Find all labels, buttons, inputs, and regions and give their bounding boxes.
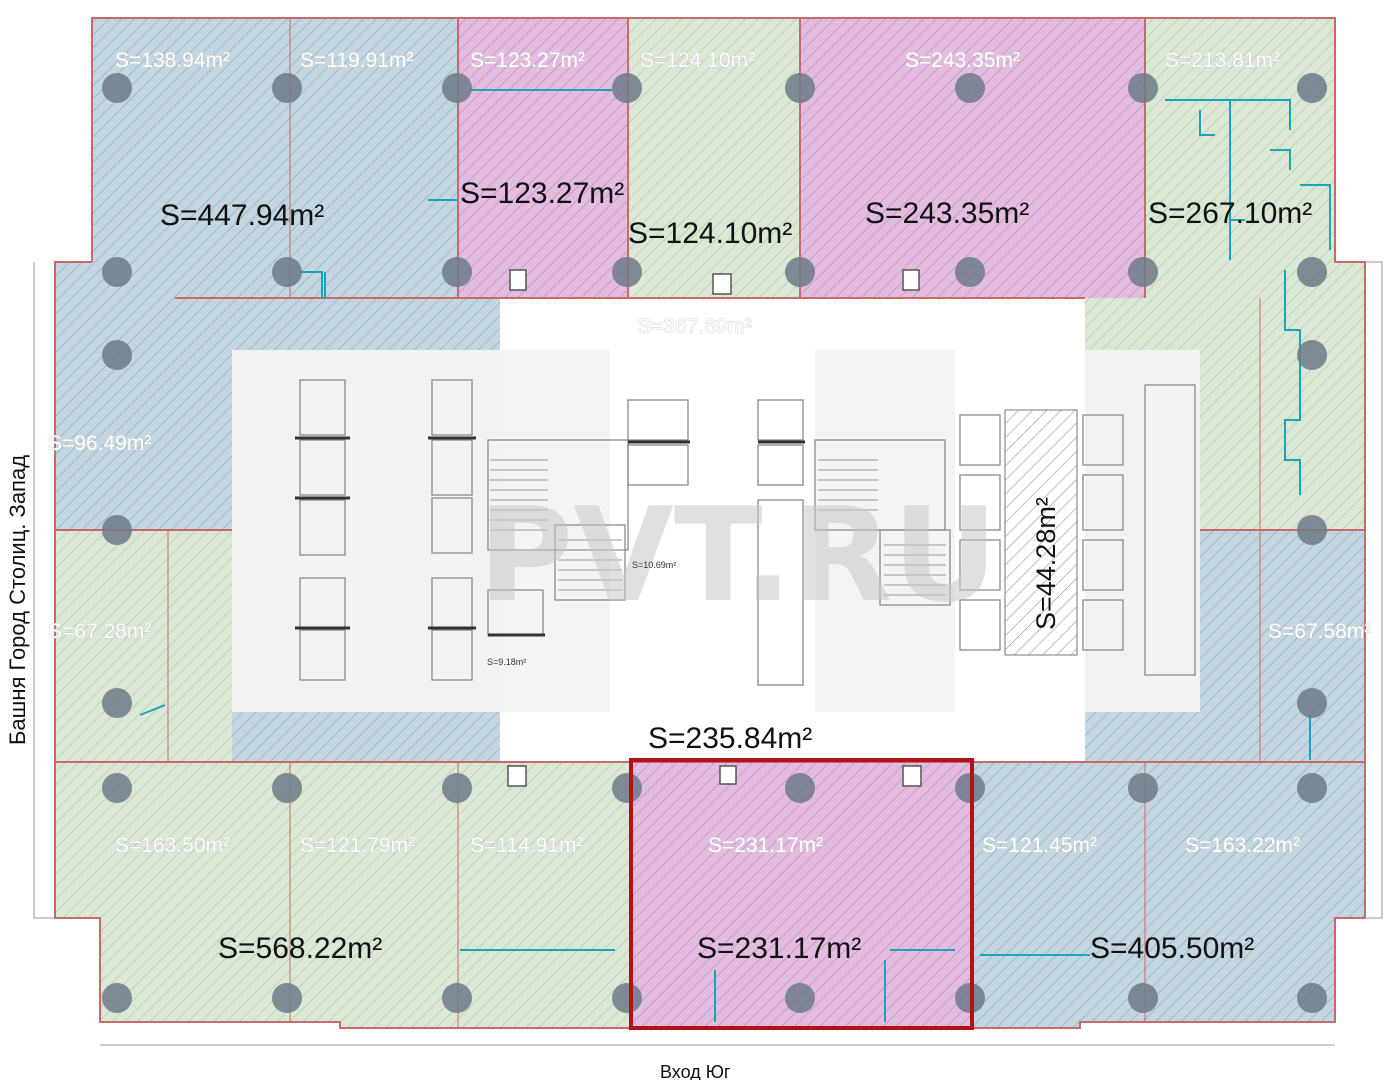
zone-core-ring-east-fill (1085, 530, 1260, 762)
core-tiny-labels: S=10.69m² S=9.18m² (487, 560, 676, 667)
label-west-lower: S=67.28m² (48, 620, 151, 643)
label-s-selected-large[interactable]: S=231.17m² (697, 932, 861, 965)
label-nw-sub-a: S=138.94m² (115, 49, 230, 72)
stair-treads (490, 459, 946, 596)
zone-se-fill (972, 762, 1365, 1028)
label-west-upper: S=96.49m² (48, 432, 151, 455)
label-sw-sub-b: S=121.79m² (300, 834, 415, 857)
zone-s-selected-fill (630, 762, 972, 1028)
elevator-thresholds (295, 436, 805, 637)
zone-nw-fill (92, 18, 458, 298)
label-n1-large[interactable]: S=123.27m² (460, 177, 624, 210)
label-core-small-a: S=10.69m² (632, 560, 676, 570)
label-n2-large[interactable]: S=124.10m² (628, 217, 792, 250)
zone-west-lower-fill (55, 530, 232, 762)
outer-frame (33, 261, 1383, 1046)
core-details (299, 379, 1196, 686)
label-core-main[interactable]: S=235.84m² (648, 722, 812, 755)
label-ne-large[interactable]: S=267.10m² (1148, 197, 1312, 230)
selected-office-outline[interactable] (629, 758, 974, 1030)
watermark: PVT.RU (478, 479, 998, 631)
label-se-sub-a: S=121.45m² (982, 834, 1097, 857)
label-n1-sub: S=123.27m² (470, 49, 585, 72)
large-area-labels: S=447.94m² S=123.27m² S=124.10m² S=243.3… (160, 177, 1312, 965)
label-sw-large[interactable]: S=568.22m² (218, 932, 382, 965)
label-se-large[interactable]: S=405.50m² (1090, 932, 1254, 965)
zone-n2-fill (628, 18, 800, 298)
door-markers (507, 269, 922, 787)
label-nw-sub-b: S=119.91m² (300, 49, 413, 72)
label-nw-large[interactable]: S=447.94m² (160, 199, 324, 232)
label-n3-sub: S=243.35m² (905, 49, 1020, 72)
label-sw-sub-c: S=114.91m² (470, 834, 583, 857)
zone-n1-fill (458, 18, 628, 298)
label-sw-sub-a: S=163.50m² (115, 834, 230, 857)
label-s-selected-sub: S=231.17m² (708, 834, 823, 857)
zone-n3-fill (800, 18, 1145, 298)
core-block-west (232, 350, 500, 712)
core-block-east (1085, 350, 1200, 712)
zone-ne-fill (1145, 18, 1365, 530)
label-n2-sub: S=124.10m² (640, 49, 755, 72)
small-area-labels: S=138.94m² S=119.91m² S=123.27m² S=124.1… (48, 49, 1372, 858)
label-east-lower: S=67.58m² (1268, 620, 1371, 643)
zone-core-ring-fill (175, 298, 500, 762)
zone-sw-fill (55, 762, 630, 1028)
label-n3-large[interactable]: S=243.35m² (865, 197, 1029, 230)
partition-lines (139, 89, 1331, 1022)
label-core-east[interactable]: S=44.28m² (1031, 497, 1061, 630)
label-core-top: S=367.69m² (637, 315, 752, 338)
bottom-label-entrance: Вход Юг (660, 1062, 731, 1080)
shaft-east-hatched (1004, 409, 1078, 656)
core-center-gray-2 (815, 350, 955, 712)
label-se-sub-b: S=163.22m² (1185, 834, 1300, 857)
side-label-neighbor-tower: Башня Город Столиц. Запад (5, 455, 30, 745)
label-core-small-b: S=9.18m² (487, 657, 526, 667)
label-ne-sub: S=213.81m² (1165, 49, 1280, 72)
